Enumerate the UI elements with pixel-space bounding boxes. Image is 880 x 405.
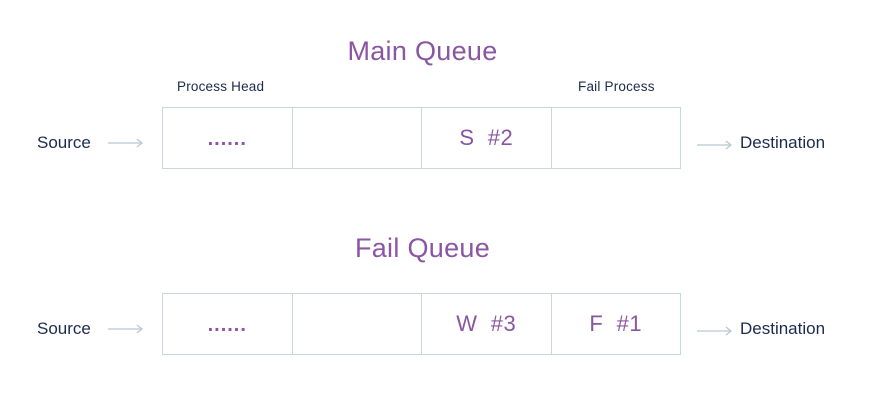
main-source-label: Source bbox=[37, 133, 91, 152]
process-head-label: Process Head bbox=[177, 79, 265, 94]
fail-queue-slot-4: F #1 bbox=[589, 311, 643, 336]
main-queue: ...... S #2 bbox=[162, 107, 681, 169]
fail-queue-slot-2 bbox=[293, 294, 422, 354]
fail-destination-arrow-icon bbox=[697, 326, 733, 336]
fail-process-label: Fail Process bbox=[578, 79, 655, 94]
fail-queue-title: Fail Queue bbox=[354, 233, 491, 263]
main-queue-slot-2 bbox=[293, 108, 422, 168]
main-queue-slot-4 bbox=[552, 108, 681, 168]
main-queue-title: Main Queue bbox=[347, 36, 498, 66]
main-queue-slot-3: S #2 bbox=[422, 108, 552, 168]
main-destination-arrow-icon bbox=[697, 140, 733, 150]
fail-source-arrow-icon bbox=[108, 324, 144, 334]
main-queue-slot-1: ...... bbox=[163, 108, 293, 168]
main-source-arrow-icon bbox=[108, 138, 144, 148]
fail-queue: ...... W #3 F #1 bbox=[162, 293, 681, 355]
fail-source-label: Source bbox=[37, 319, 91, 338]
main-destination-label: Destination bbox=[740, 133, 826, 152]
fail-queue-slot-3: W #3 bbox=[422, 294, 552, 354]
fail-destination-label: Destination bbox=[740, 319, 826, 338]
fail-queue-slot-1: ...... bbox=[163, 294, 293, 354]
